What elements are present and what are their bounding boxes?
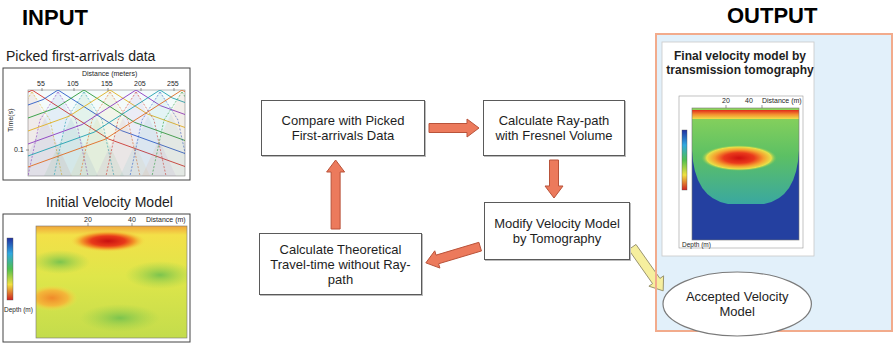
drawing-part [28, 90, 58, 105]
tick-label: 155 [101, 80, 113, 88]
ellipse-shape [663, 272, 811, 336]
drawing-part [762, 105, 763, 108]
drawing-part [682, 130, 687, 190]
axis-title: Distance (meters) [82, 70, 137, 78]
axis-title: Distance (m) [146, 216, 186, 224]
velocity-field [36, 226, 187, 338]
drawing-part [88, 223, 89, 226]
drawing-part [80, 304, 160, 332]
drawing-part [42, 88, 43, 91]
tick-label: 20 [84, 216, 92, 224]
drawing-part [108, 88, 109, 91]
drawing-part [182, 92, 185, 176]
tick-label: 55 [37, 80, 45, 88]
tick-label: 20 [722, 97, 730, 105]
final-velocity-image [679, 96, 803, 248]
process-box: Compare with Picked First-arrivals Data [261, 100, 425, 156]
drawing-part [701, 145, 777, 171]
drawing-part [28, 90, 84, 118]
node-text: Calculate Theoretical Travel-time withou… [266, 242, 415, 287]
initial-velocity-image [3, 214, 195, 342]
process-box: Modify Velocity Model by Tomography [484, 202, 630, 260]
drawing-part [36, 285, 78, 311]
drawing-part [28, 90, 32, 92]
result-ellipse: Accepted Velocity Model [662, 271, 812, 337]
drawing-part [132, 223, 133, 226]
section-heading: OUTPUT [727, 4, 817, 28]
drawing-part [28, 90, 110, 131]
drawing-part [28, 90, 160, 156]
drawing-part [142, 90, 185, 176]
drawing-part [36, 226, 187, 338]
drawing-part [174, 88, 175, 91]
drawing-part [74, 88, 75, 91]
drawing-part [692, 110, 799, 119]
tick-label: 205 [134, 80, 146, 88]
tick-label: 40 [745, 97, 753, 105]
axis-ticks [726, 105, 762, 108]
flow-arrow [426, 242, 482, 268]
drawing-part [692, 108, 799, 240]
drawing-part [7, 238, 13, 300]
drawing-part [141, 88, 142, 91]
axis-title: Depth (m) [682, 241, 711, 248]
node-text: Compare with Picked First-arrivals Data [268, 113, 418, 143]
result-frame [662, 42, 814, 256]
drawing-part [692, 108, 799, 240]
drawing-part [152, 92, 182, 176]
drawing-part [692, 108, 799, 204]
node-text: Calculate Ray-path with Fresnel Volume [490, 113, 618, 143]
axis-title: Time(s) [7, 109, 15, 132]
tick-label: 40 [128, 216, 136, 224]
flow-arrow [327, 160, 345, 229]
node-text: Modify Velocity Model by Tomography [491, 216, 623, 246]
node-text: Accepted Velocity Model [683, 289, 791, 319]
axis-ticks [88, 223, 132, 226]
process-box: Calculate Theoretical Travel-time withou… [259, 233, 422, 295]
panel-title: Final velocity model by transmission tom… [666, 49, 814, 77]
drawing-part [182, 90, 185, 92]
drawing-part [36, 250, 90, 274]
arrival-curves [28, 90, 185, 176]
drawing-part [125, 261, 187, 289]
drawing-part [70, 230, 146, 252]
axis-ticks [26, 88, 174, 150]
first-arrivals-chart [0, 68, 222, 180]
image-caption: Picked first-arrivals data [6, 49, 155, 64]
tick-label: 105 [67, 80, 79, 88]
velocity-field [692, 108, 799, 240]
drawing-part [26, 150, 29, 151]
flow-arrow [545, 160, 563, 198]
process-box: Calculate Ray-path with Fresnel Volume [483, 100, 625, 156]
flow-arrow [429, 119, 479, 137]
drawing-part [679, 96, 803, 248]
image-caption: Initial Velocity Model [46, 195, 173, 210]
drawing-part [726, 105, 727, 108]
section-heading: INPUT [22, 6, 88, 30]
axis-title: Depth (m) [4, 306, 33, 313]
axis-title: Distance (m) [762, 97, 802, 105]
output-panel: Final velocity model by transmission tom… [655, 33, 893, 332]
tick-label: 255 [167, 80, 179, 88]
tick-label: 0.1 [14, 146, 24, 154]
accept-arrow [629, 244, 664, 290]
drawing-part [28, 90, 182, 167]
